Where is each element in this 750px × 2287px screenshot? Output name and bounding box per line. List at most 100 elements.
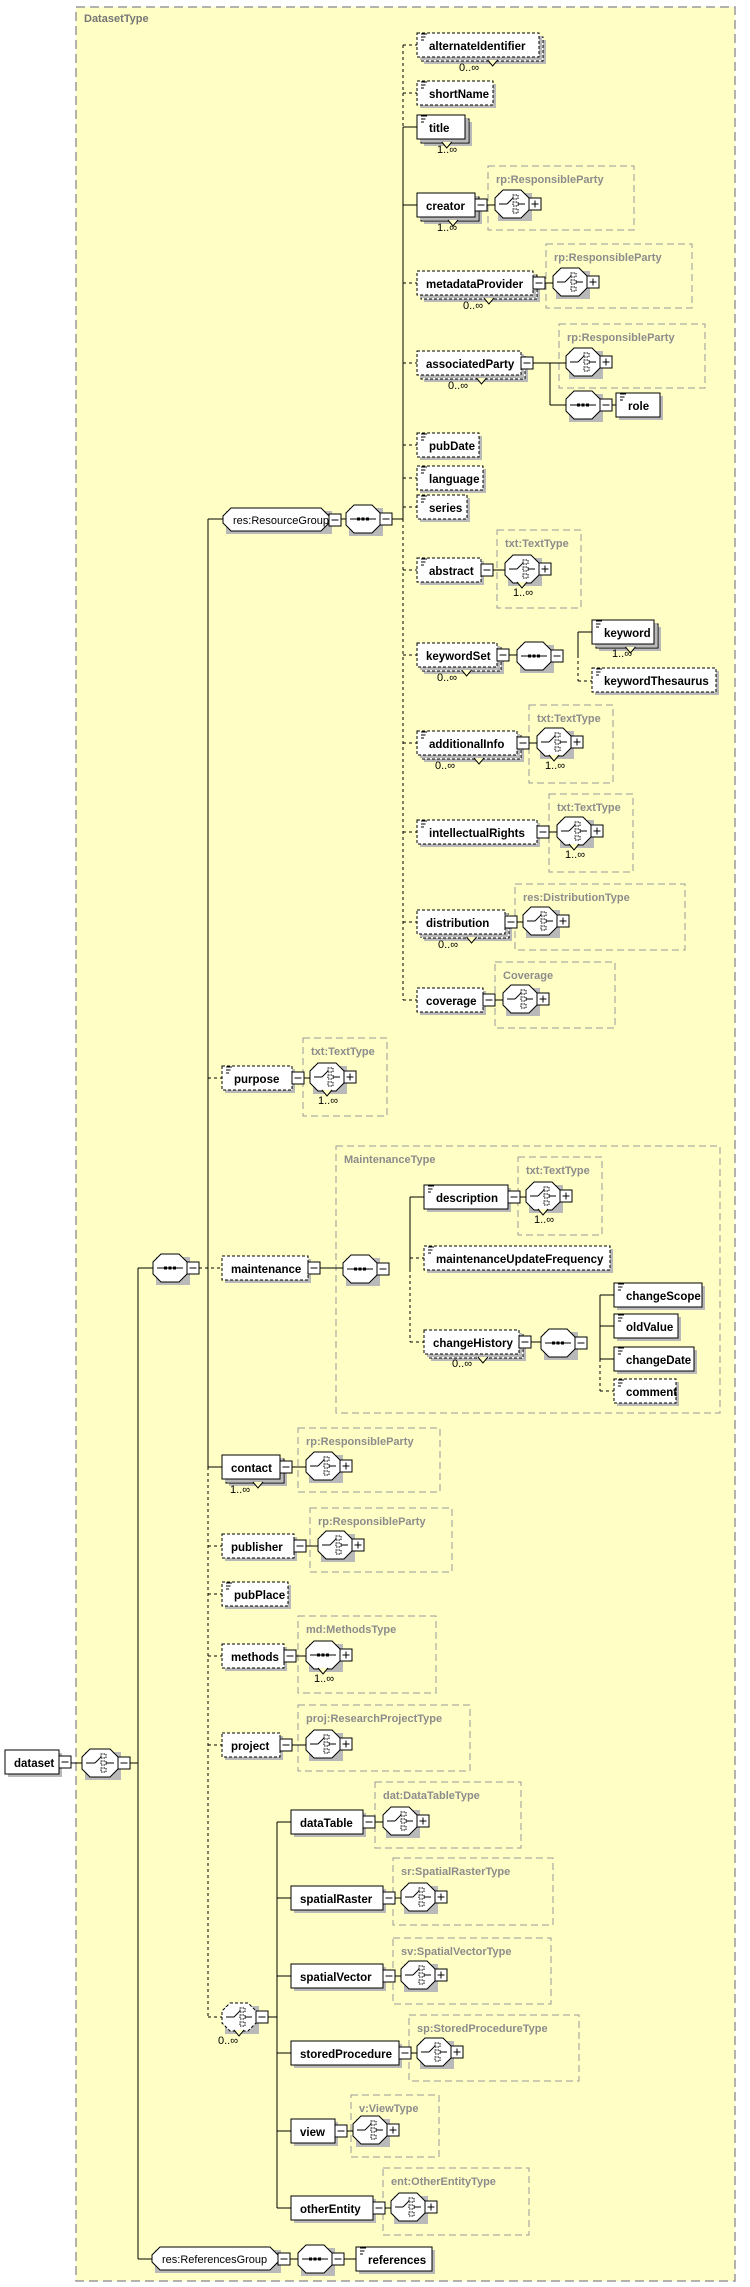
choice-compositor-abstractOct[interactable] bbox=[504, 554, 540, 584]
choice-compositor-coverageOct[interactable] bbox=[502, 984, 538, 1014]
group-resourceGroup[interactable] bbox=[222, 507, 330, 532]
type-frame-label: rp:ResponsibleParty bbox=[306, 1436, 414, 1448]
choice-compositor-viewOct[interactable] bbox=[352, 2115, 388, 2145]
element-pubDate[interactable] bbox=[416, 432, 480, 458]
occurs-label: 1..∞ bbox=[437, 222, 457, 234]
choice-compositor-spatialVectorOct[interactable] bbox=[400, 1960, 436, 1990]
choice-option bbox=[327, 1074, 334, 1080]
choice-compositor-spatialRasterOct[interactable] bbox=[400, 1882, 436, 1912]
choice-compositor-metadataOct[interactable] bbox=[552, 267, 588, 297]
element-keywordSet[interactable] bbox=[416, 642, 498, 668]
element-references[interactable] bbox=[355, 2246, 433, 2272]
element-creator[interactable] bbox=[416, 192, 476, 218]
choice-compositor-contactOct[interactable] bbox=[305, 1451, 341, 1481]
occurs-label: 0..∞ bbox=[448, 380, 468, 392]
element-label: distribution bbox=[426, 918, 489, 930]
choice-compositor-otherEntityOct[interactable] bbox=[390, 2192, 426, 2222]
choice-glyph bbox=[568, 824, 576, 832]
element-label: series bbox=[429, 503, 462, 515]
element-otherEntity[interactable] bbox=[290, 2195, 374, 2221]
element-label: role bbox=[628, 401, 649, 413]
choice-option bbox=[574, 828, 581, 834]
dataset-content-model-icon[interactable] bbox=[81, 1748, 119, 1778]
element-label: dataTable bbox=[300, 1818, 353, 1830]
element-changeScope[interactable] bbox=[613, 1282, 703, 1308]
sequence-dot bbox=[309, 2257, 312, 2261]
choice-option bbox=[323, 1748, 330, 1754]
choice-compositor-intellectualOct[interactable] bbox=[556, 816, 592, 846]
element-label: view bbox=[300, 2127, 325, 2139]
element-project[interactable] bbox=[221, 1732, 281, 1758]
element-associatedParty[interactable] bbox=[416, 350, 522, 376]
repeat-chevron bbox=[568, 843, 580, 851]
element-pubPlace[interactable] bbox=[221, 1581, 289, 1607]
element-oldValue[interactable] bbox=[613, 1313, 679, 1339]
choice-compositor-projectOct[interactable] bbox=[305, 1729, 341, 1759]
occurs-label: 0..∞ bbox=[459, 62, 479, 74]
occurs-label: 1..∞ bbox=[437, 144, 457, 156]
type-frame-label: txt:TextType bbox=[526, 1165, 590, 1177]
element-comment[interactable] bbox=[613, 1378, 677, 1404]
element-spatialVector[interactable] bbox=[290, 1963, 384, 1989]
choice-option bbox=[327, 1067, 334, 1073]
occurs-label: 1..∞ bbox=[513, 587, 533, 599]
choice-compositor-storedProcedureOct[interactable] bbox=[416, 2037, 452, 2067]
element-label: alternateIdentifier bbox=[429, 41, 526, 53]
sequence-dot bbox=[581, 403, 585, 407]
element-keywordThesaurus[interactable] bbox=[591, 667, 717, 693]
element-label: maintenance bbox=[231, 1264, 301, 1276]
repeat-chevron bbox=[317, 1667, 329, 1675]
type-frame-label: md:MethodsType bbox=[306, 1624, 396, 1636]
sequence-dot bbox=[354, 1267, 357, 1271]
element-description[interactable] bbox=[423, 1184, 509, 1210]
element-label: shortName bbox=[429, 89, 489, 101]
element-language[interactable] bbox=[416, 465, 484, 491]
element-keyword[interactable] bbox=[591, 619, 655, 645]
choice-option bbox=[540, 925, 547, 931]
element-intellectualRights[interactable] bbox=[416, 819, 538, 845]
element-maintenance[interactable] bbox=[221, 1255, 309, 1281]
element-label: coverage bbox=[426, 996, 477, 1008]
choice-glyph bbox=[412, 1968, 420, 1976]
choice-compositor-descriptionOct[interactable] bbox=[525, 1181, 561, 1211]
choice-compositor-publisherOct[interactable] bbox=[317, 1530, 353, 1560]
element-methods[interactable] bbox=[221, 1643, 285, 1669]
choice-compositor-distributionOct[interactable] bbox=[522, 906, 558, 936]
sequence-dot bbox=[326, 1653, 329, 1657]
element-shortName[interactable] bbox=[416, 80, 494, 106]
element-storedProcedure[interactable] bbox=[290, 2040, 400, 2066]
occurs-label: 1..∞ bbox=[612, 648, 632, 660]
choice-compositor-additionalInfoOct[interactable] bbox=[536, 727, 572, 757]
element-series[interactable] bbox=[416, 494, 468, 520]
type-frame-label: txt:TextType bbox=[537, 713, 601, 725]
choice-compositor-dataTableOct[interactable] bbox=[382, 1806, 418, 1836]
element-dataset[interactable] bbox=[4, 1749, 60, 1775]
choice-compositor-assocOct[interactable] bbox=[565, 347, 601, 377]
choice-option bbox=[543, 1193, 550, 1199]
type-frame-f_otherEntity bbox=[382, 2167, 530, 2236]
group-referencesGroup[interactable] bbox=[151, 2246, 279, 2271]
element-label: description bbox=[436, 1193, 498, 1205]
type-frame-f_creator bbox=[487, 165, 635, 231]
choice-glyph bbox=[506, 197, 514, 205]
choice-option bbox=[570, 272, 577, 278]
element-changeDate[interactable] bbox=[613, 1346, 695, 1372]
choice-option bbox=[583, 359, 590, 365]
element-purpose[interactable] bbox=[221, 1065, 293, 1091]
choice-option bbox=[239, 2007, 246, 2013]
choice-compositor-purposeOct[interactable] bbox=[309, 1062, 345, 1092]
choice-option bbox=[522, 566, 529, 572]
element-view[interactable] bbox=[290, 2118, 336, 2144]
repeat-chevron bbox=[461, 669, 472, 677]
element-metadataProvider[interactable] bbox=[416, 270, 534, 296]
choice-compositor-creatorOct[interactable] bbox=[494, 189, 530, 219]
type-frame-f_coverage bbox=[494, 961, 616, 1029]
choice-compositor-choiceG[interactable] bbox=[221, 2002, 257, 2032]
element-additionalInfo[interactable] bbox=[416, 730, 518, 756]
element-publisher[interactable] bbox=[221, 1533, 295, 1559]
element-spatialRaster[interactable] bbox=[290, 1885, 384, 1911]
choice-option bbox=[323, 1463, 330, 1469]
element-alternateIdentifier[interactable] bbox=[416, 32, 540, 58]
element-maintenanceUpdateFrequency[interactable] bbox=[423, 1245, 611, 1271]
